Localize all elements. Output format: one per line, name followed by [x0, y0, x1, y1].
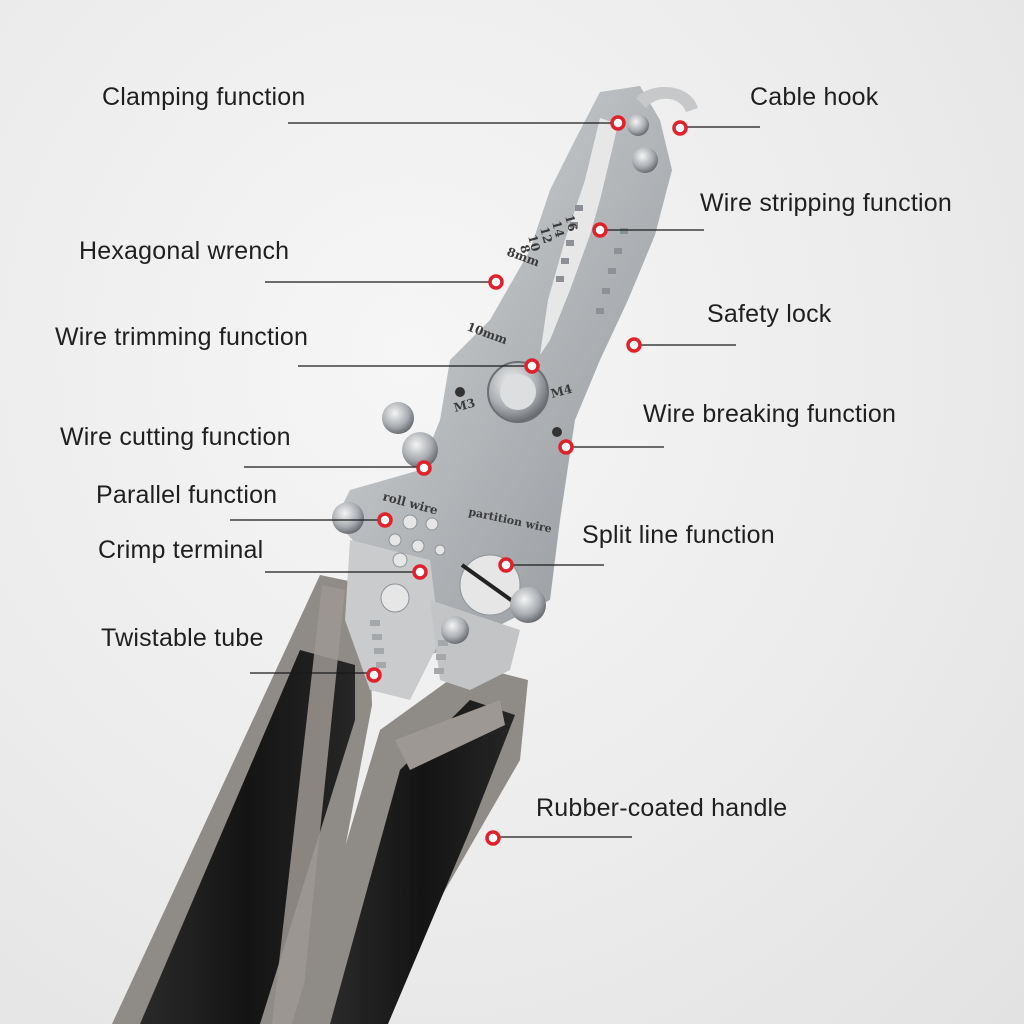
- marker-parallel: [377, 512, 393, 528]
- label-wire-stripping-function: Wire stripping function: [700, 189, 952, 217]
- markers: [366, 115, 688, 846]
- gauge-14-text: 14: [549, 219, 567, 239]
- label-safety-lock: Safety lock: [707, 300, 832, 328]
- label-rubber-coated-handle: Rubber-coated handle: [536, 794, 788, 822]
- marker-split-line: [498, 557, 514, 573]
- marker-clamping: [610, 115, 626, 131]
- label-hexagonal-wrench: Hexagonal wrench: [79, 237, 290, 265]
- marker-hex-wrench: [488, 274, 504, 290]
- marker-crimp: [412, 564, 428, 580]
- label-split-line-function: Split line function: [582, 521, 775, 549]
- marker-twistable: [366, 667, 382, 683]
- marker-cable-hook: [672, 120, 688, 136]
- label-cable-hook: Cable hook: [750, 83, 879, 111]
- gauge-8-text: 8: [517, 243, 533, 255]
- m4-text: M4: [549, 382, 574, 401]
- marker-wire-stripping: [592, 222, 608, 238]
- pliers-head: [332, 86, 698, 700]
- label-twistable-tube: Twistable tube: [101, 624, 264, 652]
- label-wire-cutting-function: Wire cutting function: [60, 423, 291, 451]
- m3-text: M3: [452, 396, 477, 415]
- marker-safety-lock: [626, 337, 642, 353]
- label-clamping-function: Clamping function: [102, 83, 306, 111]
- marker-wire-cutting: [416, 460, 432, 476]
- label-parallel-function: Parallel function: [96, 481, 278, 509]
- gauge-16-text: 16: [562, 213, 580, 233]
- marker-wire-breaking: [558, 439, 574, 455]
- marker-wire-trimming: [524, 358, 540, 374]
- gauge-12-text: 12: [537, 225, 555, 245]
- label-wire-trimming-function: Wire trimming function: [55, 323, 309, 351]
- label-wire-breaking-function: Wire breaking function: [643, 400, 897, 428]
- marker-rubber-handle: [485, 830, 501, 846]
- left-handle: [112, 575, 372, 1024]
- right-handle: [292, 665, 528, 1024]
- label-crimp-terminal: Crimp terminal: [98, 536, 264, 564]
- gauge-10-text: 10: [525, 233, 543, 253]
- leader-lines: [230, 122, 760, 838]
